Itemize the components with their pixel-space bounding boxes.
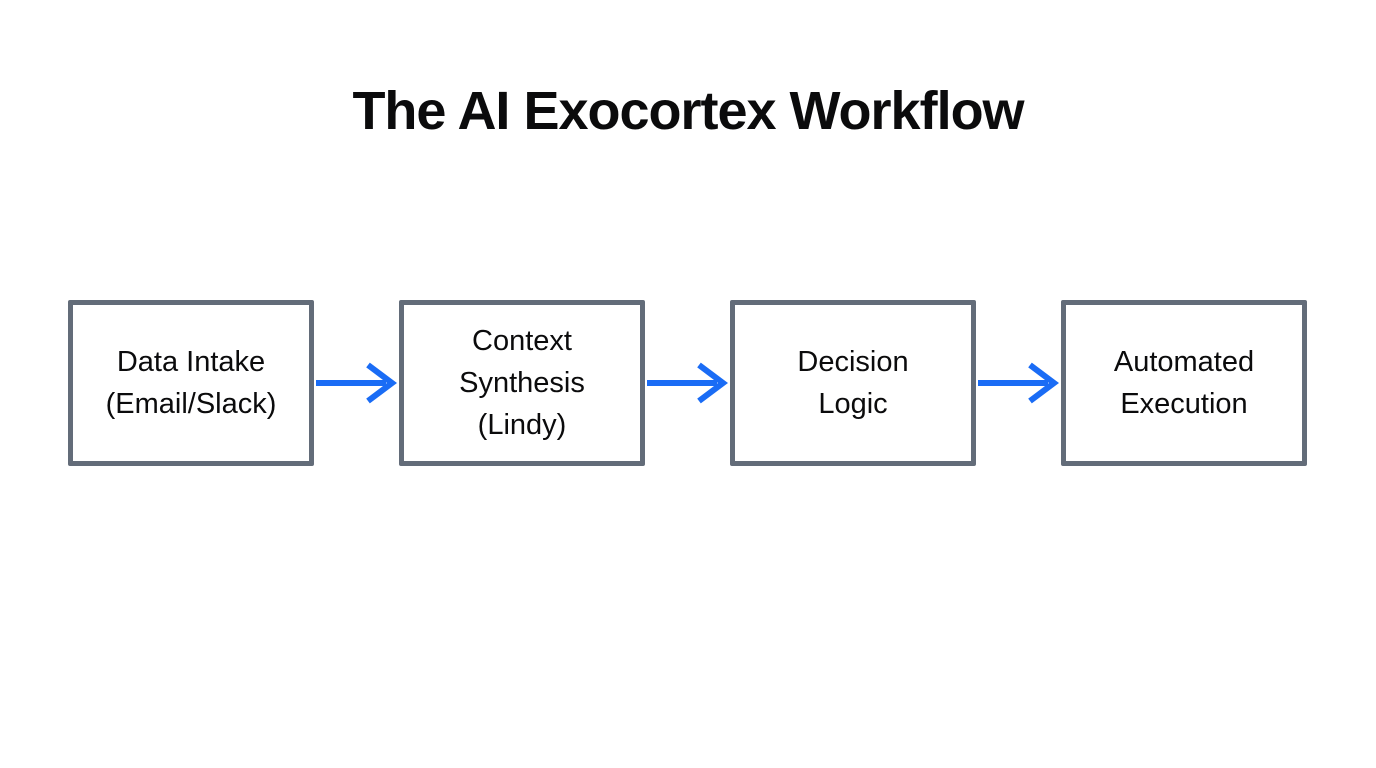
- arrow-right-icon: [976, 300, 1061, 466]
- flow-node-label: Decision Logic: [797, 345, 909, 420]
- flow-node-automated-execution: Automated Execution: [1061, 300, 1307, 466]
- flow-node-label: Data Intake (Email/Slack): [105, 345, 277, 420]
- flow-node-decision-logic: Decision Logic: [730, 300, 976, 466]
- arrow-right-icon: [314, 300, 399, 466]
- diagram-title: The AI Exocortex Workflow: [352, 81, 1024, 141]
- flow-node-label: Automated Execution: [1113, 345, 1255, 420]
- flow-node-context-synthesis: Context Synthesis (Lindy): [399, 300, 645, 466]
- flow-node-data-intake: Data Intake (Email/Slack): [68, 300, 314, 466]
- flow-node-label: Context Synthesis (Lindy): [459, 324, 585, 442]
- arrow-right-icon: [645, 300, 730, 466]
- flowchart: Data Intake (Email/Slack) Context Synthe…: [68, 300, 1308, 466]
